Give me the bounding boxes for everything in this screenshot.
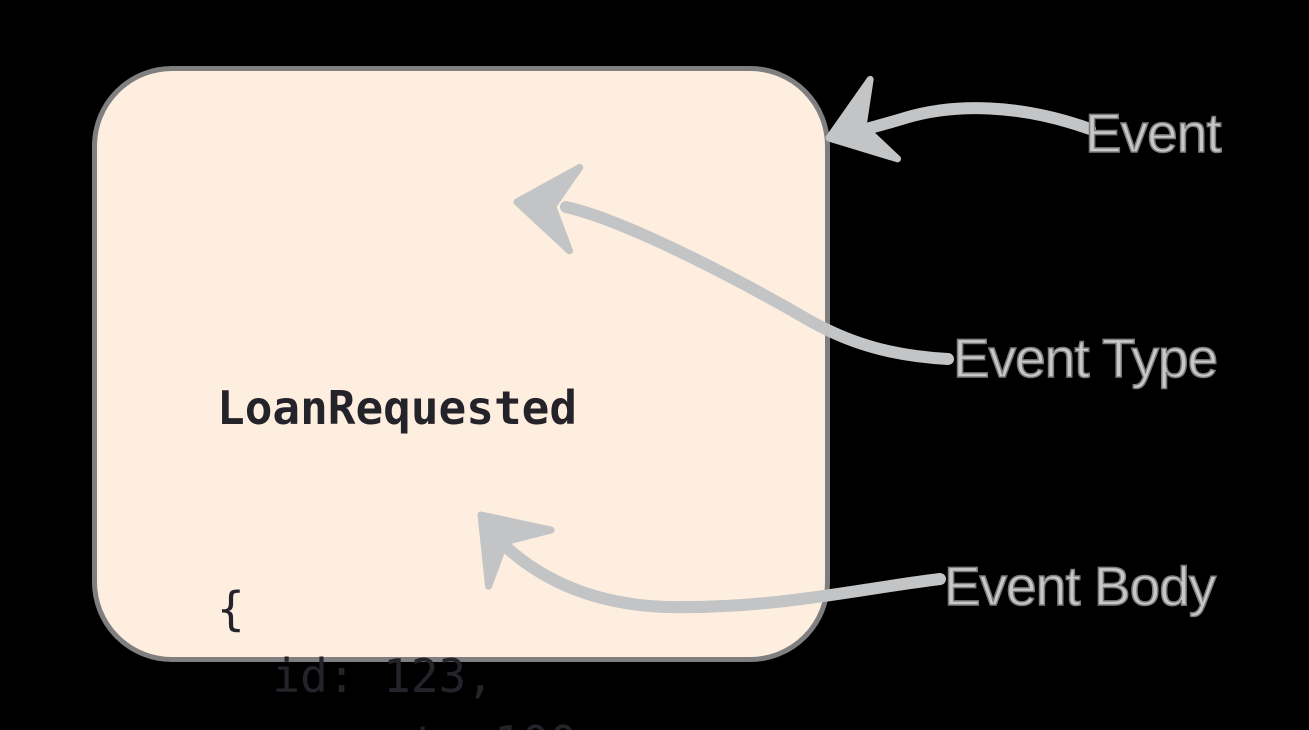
event-body-label: Event Body (943, 555, 1217, 617)
event-type-label: Event Type (952, 327, 1219, 389)
event-arrow-curve (839, 102, 1096, 141)
event-body-json: { id: 123, amount: 100, borrowerId: "ADA… (217, 582, 605, 730)
event-type-name: LoanRequested (217, 381, 578, 435)
event-label: Event (1084, 102, 1222, 164)
event-code-block: LoanRequested { id: 123, amount: 100, bo… (217, 241, 854, 730)
event-card: LoanRequested { id: 123, amount: 100, bo… (92, 66, 830, 730)
event-arrow (825, 75, 1096, 163)
